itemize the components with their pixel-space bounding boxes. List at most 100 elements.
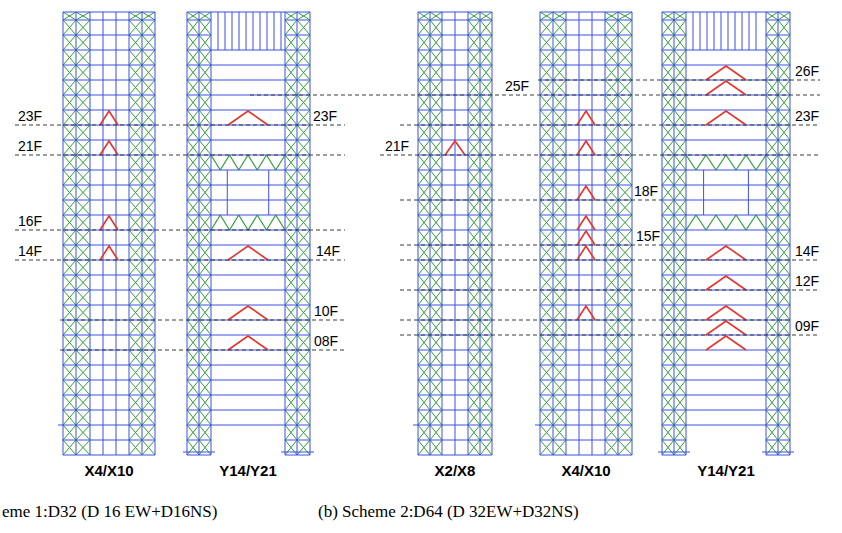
brace <box>605 410 618 425</box>
brace <box>778 12 790 20</box>
brace <box>129 170 142 185</box>
brace <box>430 35 442 50</box>
brace <box>766 170 778 185</box>
truss-post <box>227 170 228 215</box>
brace <box>142 12 155 20</box>
brace <box>662 440 674 455</box>
brace <box>553 185 566 200</box>
floor-beam <box>63 440 155 441</box>
brace <box>540 290 553 305</box>
brace <box>674 365 686 380</box>
brace <box>76 380 90 395</box>
brace <box>430 410 442 425</box>
floor-beam <box>658 12 794 455</box>
floor-beam <box>413 12 492 455</box>
brace <box>618 185 632 200</box>
brace <box>285 245 297 260</box>
brace <box>480 320 492 335</box>
brace <box>142 230 155 245</box>
brace <box>285 50 297 65</box>
brace <box>778 20 790 35</box>
brace <box>480 65 492 80</box>
brace <box>766 155 778 170</box>
column <box>430 12 431 455</box>
transfer-truss <box>746 155 756 170</box>
truss-post <box>703 170 704 215</box>
brace <box>468 20 480 35</box>
brace <box>766 110 778 125</box>
brace <box>142 305 155 320</box>
brace <box>430 80 442 95</box>
floor-beam <box>63 200 155 201</box>
brace <box>297 80 310 95</box>
brace <box>553 215 566 230</box>
floor-label: 14F <box>316 244 340 258</box>
x-frame <box>58 12 155 455</box>
brace <box>540 305 553 320</box>
brace <box>142 200 155 215</box>
brace <box>605 140 618 155</box>
brace <box>618 95 632 110</box>
brace <box>187 380 199 395</box>
brace <box>418 410 430 425</box>
brace <box>187 350 199 365</box>
brace <box>63 305 76 320</box>
level-line <box>400 335 820 336</box>
brace <box>142 440 155 455</box>
brace <box>418 65 430 80</box>
brace <box>142 230 155 245</box>
brace <box>662 170 674 185</box>
brace <box>553 110 566 125</box>
brace <box>76 200 90 215</box>
brace <box>285 95 297 110</box>
brace <box>63 170 76 185</box>
brace <box>129 80 142 95</box>
roof-structure <box>218 12 281 50</box>
brace <box>674 290 686 305</box>
brace <box>778 80 790 95</box>
brace <box>674 80 686 95</box>
brace <box>297 35 310 50</box>
brace <box>297 425 310 440</box>
brace <box>778 230 790 245</box>
brace <box>778 260 790 275</box>
brace <box>468 335 480 350</box>
frame-name: Y14/Y21 <box>697 462 755 479</box>
brace <box>618 305 632 320</box>
brace <box>199 440 211 455</box>
brace <box>430 380 442 395</box>
brace <box>766 20 778 35</box>
damper-chevron <box>706 336 746 350</box>
brace <box>297 275 310 290</box>
transfer-truss <box>220 215 229 230</box>
column <box>632 12 633 455</box>
brace <box>418 260 430 275</box>
brace <box>618 410 632 425</box>
brace <box>540 50 553 65</box>
brace <box>418 170 430 185</box>
brace <box>618 80 632 95</box>
floor-beam <box>686 50 766 51</box>
brace <box>468 95 480 110</box>
brace <box>297 245 310 260</box>
brace <box>63 350 76 365</box>
brace <box>76 275 90 290</box>
brace <box>553 440 566 455</box>
brace <box>618 185 632 200</box>
brace <box>480 290 492 305</box>
brace <box>76 395 90 410</box>
transfer-truss <box>239 155 248 170</box>
brace <box>199 215 211 230</box>
floor-beam <box>211 140 285 141</box>
brace <box>662 12 790 455</box>
brace <box>418 335 430 350</box>
brace <box>199 95 211 110</box>
brace <box>480 20 492 35</box>
transfer-truss <box>706 155 716 170</box>
column <box>418 12 419 455</box>
brace <box>662 260 674 275</box>
brace <box>129 20 142 35</box>
roof-structure <box>232 12 233 50</box>
brace <box>430 20 442 35</box>
brace <box>63 125 76 140</box>
